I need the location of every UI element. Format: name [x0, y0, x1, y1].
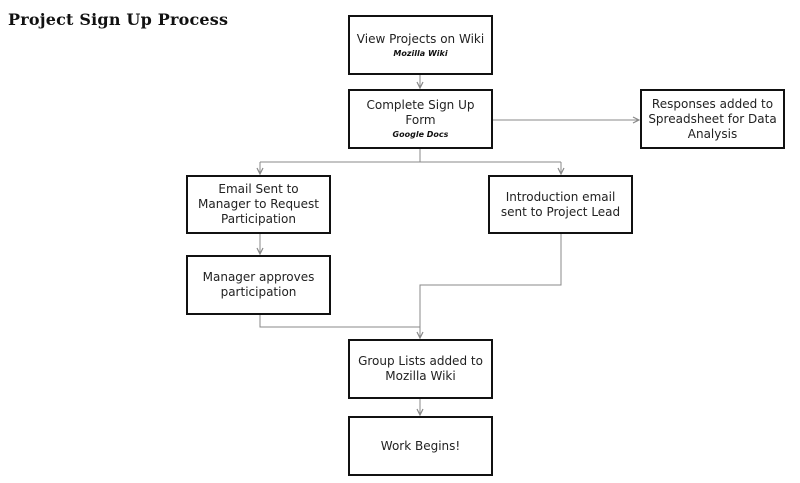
arrow-intro-to-merge: [420, 233, 562, 338]
node-label: Email Sent to Manager to Request Partici…: [197, 182, 320, 226]
node-label: View Projects on Wiki: [356, 31, 485, 46]
node-work-begins: Work Begins!: [348, 416, 493, 476]
node-label: Complete Sign Up Form: [366, 98, 475, 127]
node-sublabel: Mozilla Wiki: [393, 48, 448, 58]
node-group-lists: Group Lists added to Mozilla Wiki: [348, 339, 493, 399]
node-email-manager: Email Sent to Manager to Request Partici…: [186, 175, 331, 234]
node-responses: Responses added to Spreadsheet for Data …: [640, 89, 785, 149]
node-label: Introduction email sent to Project Lead: [500, 189, 621, 219]
node-manager-approves: Manager approves participation: [186, 255, 331, 315]
node-sign-up-form: Complete Sign Up Form Google Docs: [348, 89, 493, 149]
arrow-approves-to-merge: [259, 314, 420, 328]
node-label: Work Begins!: [380, 438, 461, 453]
node-view-projects: View Projects on Wiki Mozilla Wiki: [348, 15, 493, 75]
node-label: Group Lists added to Mozilla Wiki: [358, 354, 483, 383]
node-intro-email: Introduction email sent to Project Lead: [488, 175, 633, 234]
node-label: Responses added to Spreadsheet for Data …: [648, 96, 777, 141]
diagram-title: Project Sign Up Process: [8, 10, 229, 29]
node-sublabel: Google Docs: [392, 130, 449, 139]
node-label: Manager approves participation: [202, 270, 315, 299]
